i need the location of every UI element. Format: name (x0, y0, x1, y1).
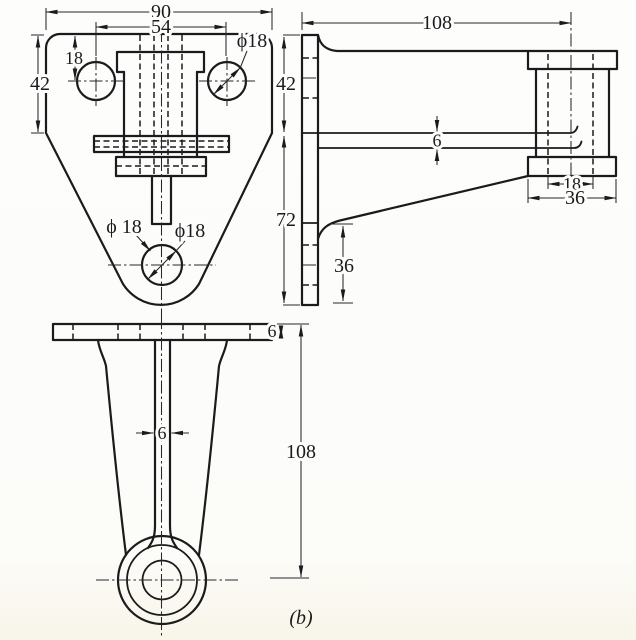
arm-top-edge (316, 33, 530, 53)
side-view: 108 42 72 6 18 36 36 (273, 9, 619, 307)
boss-ears (92, 134, 231, 154)
dim-42-side: 42 (276, 73, 296, 95)
plan-view: 6 6 108 (51, 316, 319, 636)
figure-caption: (b) (289, 607, 313, 629)
plan-centerlines (96, 316, 240, 636)
front-view: 90 54 18 42 ϕ18 ϕ 18 ϕ18 (27, 0, 274, 316)
label-phi18-top: ϕ18 (237, 30, 268, 52)
plan-gusset-edges (96, 338, 229, 557)
boss-body-edges (122, 70, 199, 159)
dim-18-boss: 18 (563, 174, 581, 194)
side-hidden-lines (303, 54, 594, 286)
dim-72: 72 (276, 209, 296, 231)
plan-rib-edges (146, 338, 179, 550)
dim-36-gusset: 36 (334, 255, 354, 277)
dim-42-front: 42 (30, 73, 50, 95)
side-boss-body (534, 67, 611, 159)
label-phi18-br: ϕ18 (175, 220, 206, 242)
front-centerlines (68, 29, 256, 316)
front-plate-outline (44, 32, 274, 306)
dim-108-plan: 108 (286, 441, 316, 463)
dim-6-web: 6 (433, 131, 442, 151)
dim-36-boss: 36 (565, 187, 585, 209)
side-centerlines (303, 12, 572, 266)
plan-plate-bar (51, 322, 274, 342)
boss-collar (115, 50, 206, 74)
side-boss-bottom-flange (526, 155, 618, 178)
dim-108-side: 108 (422, 12, 452, 34)
side-boss-top-flange (526, 49, 619, 71)
dim-54: 54 (151, 16, 171, 38)
dim-6-rib: 6 (158, 423, 167, 443)
dim-6-plate: 6 (268, 321, 277, 341)
web-lines (301, 125, 583, 149)
dim-18: 18 (65, 48, 83, 68)
dim-90: 90 (151, 1, 171, 23)
gusset-edge (316, 174, 530, 241)
label-phi18-bl: ϕ 18 (106, 216, 142, 238)
side-plate (300, 33, 320, 307)
